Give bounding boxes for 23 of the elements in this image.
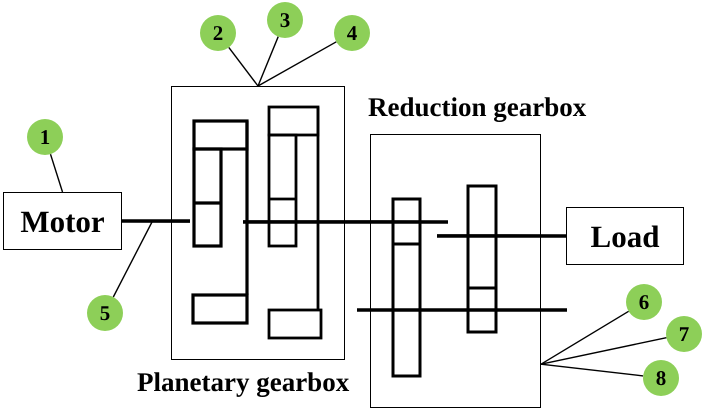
shaft-line [437, 234, 566, 238]
callout-number: 2 [200, 15, 236, 51]
shaft-line [243, 220, 448, 224]
leader-line [50, 154, 64, 192]
callout-number: 6 [626, 284, 662, 320]
leader-line [540, 337, 667, 365]
callout-number: 1 [27, 119, 63, 155]
callout-number: 4 [334, 15, 370, 51]
gearbox-label: Reduction gearbox [368, 93, 586, 123]
leader-line [540, 364, 644, 377]
leader-line [540, 310, 629, 365]
leader-line [112, 222, 153, 298]
leader-line [258, 41, 337, 87]
callout-number: 5 [87, 295, 123, 331]
gearbox-label: Planetary gearbox [137, 368, 350, 398]
component-box: Motor [3, 192, 122, 250]
callout-number: 8 [643, 360, 679, 396]
callout-number: 7 [666, 316, 702, 352]
shaft-line [122, 219, 190, 223]
leader-line [228, 46, 259, 86]
component-box: Load [566, 207, 684, 265]
callout-number: 3 [267, 2, 303, 38]
leader-line [257, 36, 279, 86]
